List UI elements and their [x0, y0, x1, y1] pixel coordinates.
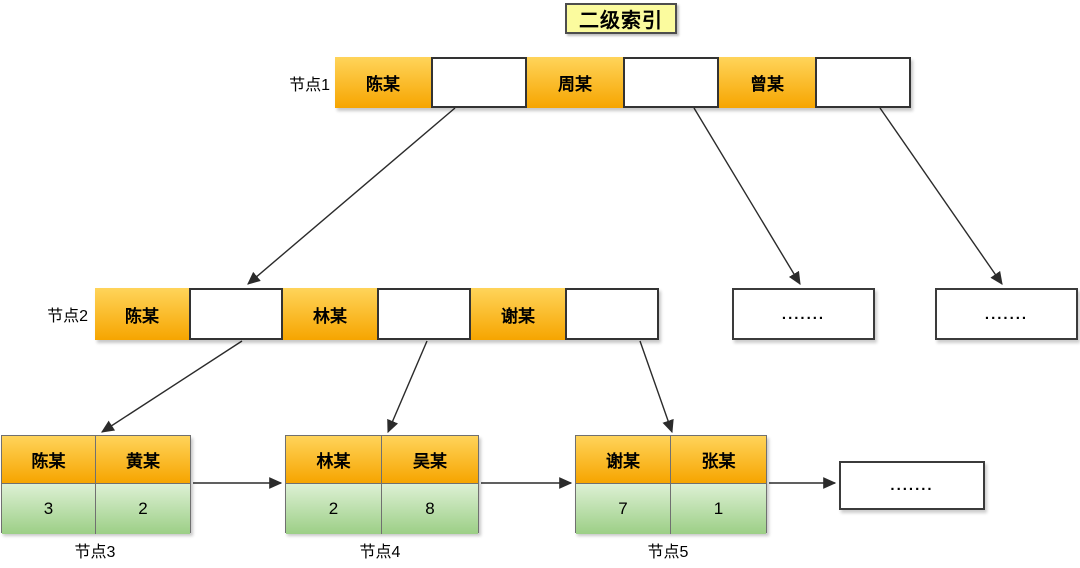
node2: 陈某 林某 谢某 [95, 288, 659, 340]
node4-key-cell: 吴某 [382, 436, 478, 484]
ellipsis-box: ....... [839, 461, 985, 510]
ellipsis-box: ....... [935, 288, 1078, 340]
node1-pointer-cell [623, 57, 719, 108]
arrow-node2-to-node5 [639, 340, 674, 434]
node3-key-cell: 陈某 [2, 436, 96, 484]
node4-key-cell: 林某 [286, 436, 382, 484]
node4-label: 节点4 [359, 544, 401, 561]
ellipsis-box: ....... [732, 288, 875, 340]
node2-key-cell: 陈某 [95, 288, 189, 340]
node5-key-cell: 张某 [671, 436, 766, 484]
node1: 陈某 周某 曾某 [335, 57, 911, 108]
arrow-node2-to-node3 [101, 340, 243, 433]
node4: 林某 吴某 2 8 [285, 435, 479, 534]
node3-value-cell: 2 [96, 484, 190, 534]
node4-value-cell: 2 [286, 484, 382, 534]
node1-key-cell: 曾某 [719, 57, 815, 108]
node5-key-cell: 谢某 [576, 436, 671, 484]
node2-key-cell: 林某 [283, 288, 377, 340]
node1-key-cell: 陈某 [335, 57, 431, 108]
arrow-node1-to-dots1 [693, 107, 801, 286]
node2-pointer-cell [565, 288, 659, 340]
node2-pointer-cell [377, 288, 471, 340]
diagram-title: 二级索引 [565, 3, 677, 34]
arrow-node1-to-node2 [247, 107, 456, 285]
node3-label: 节点3 [74, 544, 116, 561]
node2-key-cell: 谢某 [471, 288, 565, 340]
node1-pointer-cell [815, 57, 911, 108]
node3: 陈某 黄某 3 2 [1, 435, 191, 534]
node5-value-cell: 1 [671, 484, 766, 534]
node3-value-cell: 3 [2, 484, 96, 534]
node5-value-cell: 7 [576, 484, 671, 534]
node4-value-cell: 8 [382, 484, 478, 534]
arrow-node1-to-dots2 [879, 107, 1003, 285]
node5-label: 节点5 [647, 544, 689, 561]
node2-label: 节点2 [47, 308, 88, 325]
node5: 谢某 张某 7 1 [575, 435, 767, 534]
node3-key-cell: 黄某 [96, 436, 190, 484]
node2-pointer-cell [189, 288, 283, 340]
node1-key-cell: 周某 [527, 57, 623, 108]
node1-pointer-cell [431, 57, 527, 108]
arrow-node2-to-node4 [387, 340, 428, 434]
node1-label: 节点1 [289, 76, 330, 94]
